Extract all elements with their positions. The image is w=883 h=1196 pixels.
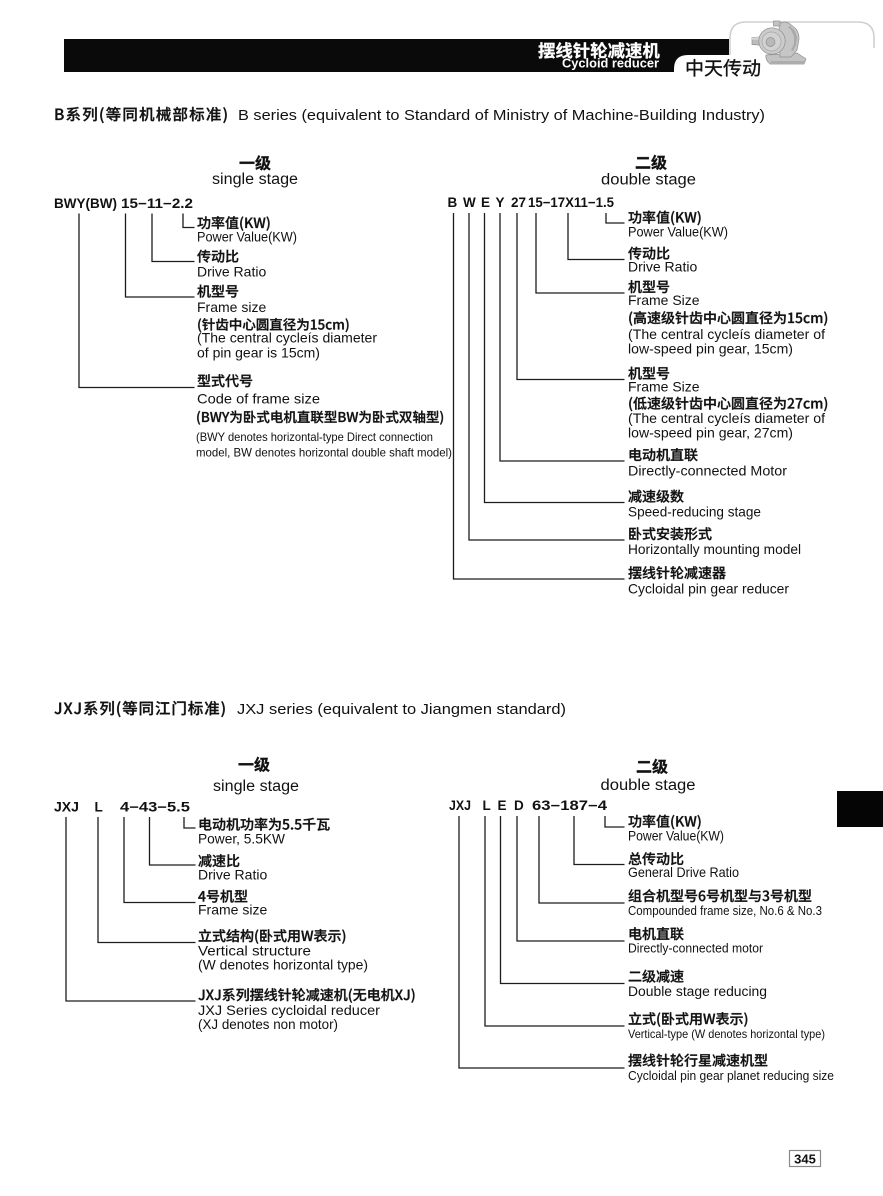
- svg-text:Vertical structure: Vertical structure: [198, 943, 311, 959]
- svg-text:4−43−5.5: 4−43−5.5: [120, 800, 191, 815]
- svg-text:Cycloidal pin gear planet redu: Cycloidal pin gear planet reducing size: [628, 1068, 834, 1083]
- svg-text:Y: Y: [496, 195, 505, 210]
- svg-text:L: L: [483, 798, 491, 813]
- svg-text:D: D: [514, 798, 524, 813]
- svg-text:(The central cycleís diameter: (The central cycleís diameter: [197, 330, 377, 346]
- svg-text:(The central cycleís diameter: (The central cycleís diameter of: [628, 326, 825, 342]
- svg-text:(XJ denotes non motor): (XJ denotes non motor): [198, 1016, 338, 1032]
- svg-text:(BWY denotes horizontal-type D: (BWY denotes horizontal-type Direct conn…: [196, 430, 433, 444]
- svg-text:E: E: [481, 195, 490, 210]
- svg-text:Frame size: Frame size: [198, 902, 267, 918]
- svg-text:Power Value(KW): Power Value(KW): [197, 229, 297, 245]
- svg-text:B series (equivalent to Standa: B series (equivalent to Standard of Mini…: [238, 107, 765, 124]
- svg-text:Drive Ratio: Drive Ratio: [198, 867, 267, 883]
- svg-text:Directly-connected Motor: Directly-connected Motor: [628, 463, 787, 479]
- svg-text:JXJ: JXJ: [54, 800, 79, 815]
- svg-text:Directly-connected motor: Directly-connected motor: [628, 941, 764, 956]
- svg-text:JXJ series (equivalent to Jian: JXJ series (equivalent to Jiangmen stand…: [237, 701, 566, 718]
- svg-text:Power, 5.5KW: Power, 5.5KW: [198, 831, 286, 847]
- svg-text:Horizontally mounting model: Horizontally mounting model: [628, 541, 801, 557]
- svg-text:single stage: single stage: [212, 171, 298, 188]
- svg-text:(The central cycleís diameter: (The central cycleís diameter of: [628, 410, 825, 426]
- svg-text:Drive Ratio: Drive Ratio: [197, 264, 266, 280]
- svg-text:JXJ: JXJ: [449, 798, 471, 813]
- svg-text:JXJ Series cycloidal reducer: JXJ Series cycloidal reducer: [198, 1002, 380, 1018]
- svg-text:single stage: single stage: [213, 778, 299, 795]
- svg-text:Frame Size: Frame Size: [628, 292, 700, 308]
- svg-text:Code of frame size: Code of frame size: [197, 391, 320, 407]
- svg-text:L: L: [95, 800, 103, 815]
- svg-text:15−11−2.2: 15−11−2.2: [121, 196, 193, 211]
- svg-text:Cycloidal pin gear reducer: Cycloidal pin gear reducer: [628, 581, 789, 597]
- svg-text:Power Value(KW): Power Value(KW): [628, 828, 724, 844]
- svg-text:Power Value(KW): Power Value(KW): [628, 224, 728, 240]
- svg-text:double stage: double stage: [601, 172, 696, 189]
- svg-text:345: 345: [794, 1152, 816, 1167]
- svg-text:Cycloid reducer: Cycloid reducer: [562, 57, 659, 71]
- svg-text:of pin gear is 15cm): of pin gear is 15cm): [197, 345, 320, 361]
- svg-text:double stage: double stage: [601, 777, 696, 794]
- svg-text:low-speed pin gear, 27cm): low-speed pin gear, 27cm): [628, 425, 793, 441]
- svg-text:model, BW denotes horizontal d: model, BW denotes horizontal double shaf…: [196, 446, 452, 460]
- svg-text:Double stage reducing: Double stage reducing: [628, 984, 767, 999]
- svg-text:E: E: [498, 798, 507, 813]
- svg-text:Compounded frame size, No.6 &: Compounded frame size, No.6 & No.3: [628, 904, 822, 918]
- svg-text:Frame size: Frame size: [197, 299, 266, 315]
- svg-text:Vertical-type (W denotes horiz: Vertical-type (W denotes horizontal type…: [628, 1027, 825, 1041]
- svg-text:BWY(BW): BWY(BW): [54, 196, 117, 211]
- svg-text:(W denotes horizontal type): (W denotes horizontal type): [198, 957, 368, 973]
- svg-text:B: B: [448, 195, 458, 210]
- svg-text:15−17X11−1.5: 15−17X11−1.5: [528, 195, 614, 210]
- svg-text:W: W: [463, 195, 476, 210]
- svg-text:27: 27: [511, 195, 526, 210]
- svg-text:Speed-reducing stage: Speed-reducing stage: [628, 504, 761, 520]
- svg-text:63−187−4: 63−187−4: [532, 798, 608, 813]
- svg-text:low-speed pin gear, 15cm): low-speed pin gear, 15cm): [628, 341, 793, 357]
- svg-text:General Drive Ratio: General Drive Ratio: [628, 864, 739, 880]
- svg-text:Frame Size: Frame Size: [628, 379, 700, 395]
- svg-text:Drive Ratio: Drive Ratio: [628, 259, 697, 275]
